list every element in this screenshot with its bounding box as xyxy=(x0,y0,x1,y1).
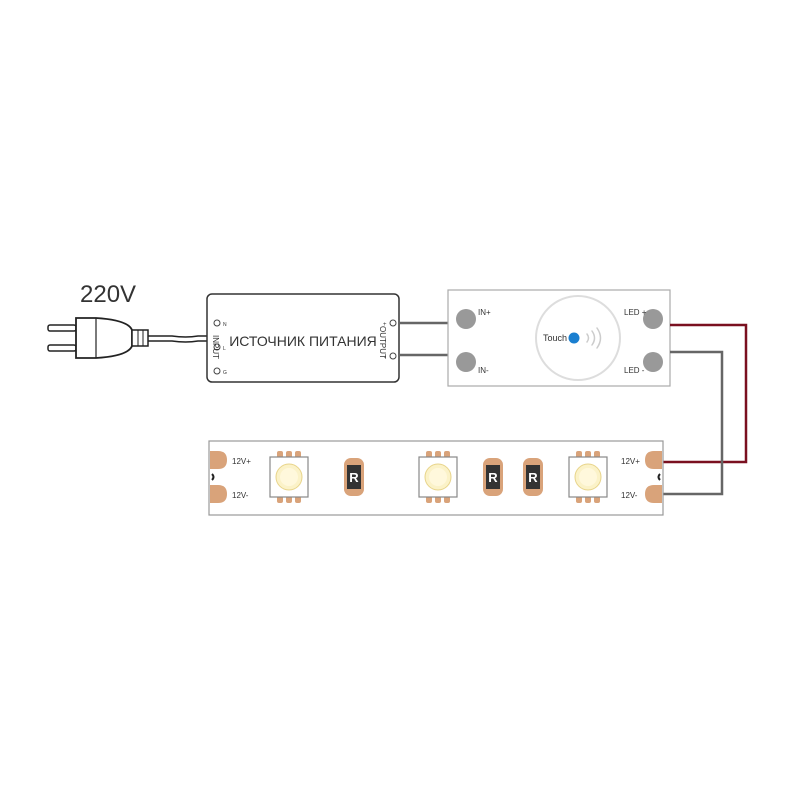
led-chip xyxy=(418,451,458,503)
strip-left-plus-label: 12V+ xyxy=(232,457,251,466)
power-supply: ИСТОЧНИК ПИТАНИЯ N L G INPUT + - OUTPUT xyxy=(206,293,400,383)
input-terminal-g: G xyxy=(223,370,227,376)
controller-terminal-in-plus xyxy=(456,309,476,329)
touch-label: Touch xyxy=(543,333,567,343)
scissors-icon xyxy=(657,473,661,481)
resistor: R xyxy=(483,458,503,496)
voltage-label: 220V xyxy=(80,281,136,308)
scissors-icon xyxy=(211,473,215,481)
resistor: R xyxy=(523,458,543,496)
in-minus-label: IN- xyxy=(478,366,489,375)
power-supply-title: ИСТОЧНИК ПИТАНИЯ xyxy=(229,333,377,349)
input-label: INPUT xyxy=(211,335,220,359)
output-label: OUTPUT xyxy=(378,326,387,359)
resistor-label: R xyxy=(528,470,538,485)
led-plus-label: LED + xyxy=(624,308,647,317)
controller-terminal-led-plus xyxy=(643,309,663,329)
strip-left-minus-label: 12V- xyxy=(232,491,249,500)
led-chip xyxy=(269,451,309,503)
led-strip: 12V+ 12V- 12V+ 12V- R R R xyxy=(208,440,664,516)
strip-pad-left-plus xyxy=(210,451,227,469)
signal-waves-icon xyxy=(586,327,602,349)
resistor-label: R xyxy=(349,470,359,485)
controller-terminal-led-minus xyxy=(643,352,663,372)
strip-pad-right-minus xyxy=(645,485,662,503)
output-terminal-plus: + xyxy=(383,322,387,328)
led-minus-label: LED - xyxy=(624,366,645,375)
power-cord xyxy=(148,335,208,343)
wire-led-plus xyxy=(660,323,748,464)
strip-right-plus-label: 12V+ xyxy=(621,457,640,466)
power-plug xyxy=(47,317,149,359)
input-terminals: N L G xyxy=(213,319,227,376)
input-terminal-n: N xyxy=(223,322,227,328)
strip-pad-left-minus xyxy=(210,485,227,503)
wire-led-minus xyxy=(660,350,724,496)
in-plus-label: IN+ xyxy=(478,308,491,317)
touch-controller: IN+ IN- LED + LED - Touch xyxy=(447,289,671,387)
strip-right-minus-label: 12V- xyxy=(621,491,638,500)
output-terminals: + - xyxy=(383,319,397,361)
touch-button-icon xyxy=(568,332,580,344)
controller-terminal-in-minus xyxy=(456,352,476,372)
input-terminal-l: L xyxy=(223,346,226,352)
strip-pad-right-plus xyxy=(645,451,662,469)
resistor: R xyxy=(344,458,364,496)
resistor-label: R xyxy=(488,470,498,485)
output-terminal-minus: - xyxy=(384,355,386,361)
led-chip xyxy=(568,451,608,503)
